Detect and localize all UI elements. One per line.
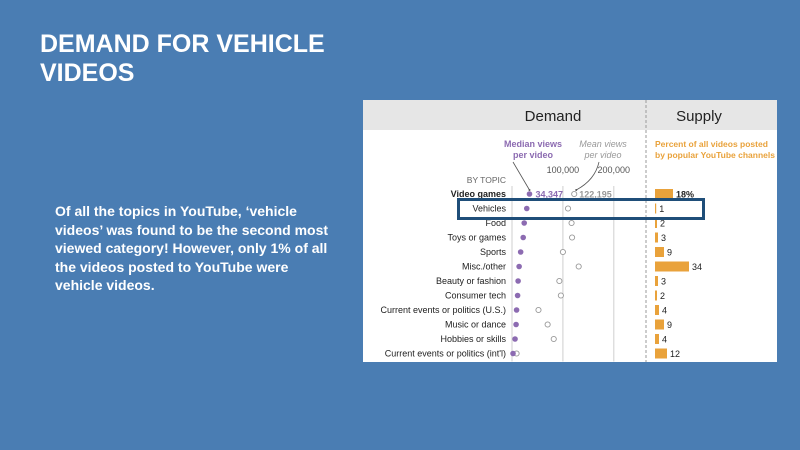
supply-bar	[655, 247, 664, 257]
supply-bar	[655, 232, 658, 243]
supply-value-label: 9	[667, 248, 672, 258]
supply-bar	[655, 348, 667, 359]
median-video-games-annotation: 34,347	[535, 190, 563, 200]
median-views-dot	[510, 350, 516, 357]
mean-views-dot	[556, 277, 563, 285]
mean-views-dot	[568, 219, 575, 227]
chart-header-band	[363, 100, 777, 130]
median-leader-tip	[528, 189, 531, 191]
mean-leader-tip	[575, 189, 578, 191]
median-views-dot	[526, 191, 533, 197]
supply-value-label: 3	[661, 233, 666, 243]
category-label: Consumer tech	[445, 291, 506, 301]
demand-header: Demand	[525, 108, 582, 125]
category-label: Current events or politics (U.S.)	[380, 305, 506, 315]
supply-value-label: 2	[660, 219, 665, 229]
median-views-dot	[513, 321, 519, 328]
mean-views-dot	[571, 190, 578, 198]
category-label: Beauty or fashion	[436, 276, 506, 286]
supply-bar	[655, 319, 664, 330]
supply-bar	[655, 261, 689, 272]
median-views-dot	[523, 205, 530, 212]
median-label-line-1: Median views	[504, 139, 562, 149]
median-views-dot	[520, 234, 526, 241]
median-label-line-2: per video	[513, 150, 554, 160]
supply-bar	[655, 334, 659, 344]
median-views-dot	[515, 278, 521, 284]
tick-label-100000: 100,000	[547, 165, 580, 175]
category-label: Music or dance	[445, 320, 506, 330]
median-views-dot	[517, 249, 524, 255]
supply-value-label: 2	[660, 291, 665, 301]
category-label: Current events or politics (int'l)	[385, 349, 506, 359]
supply-label-line-2: by popular YouTube channels	[655, 150, 775, 160]
supply-bar	[655, 276, 658, 286]
category-label: Toys or games	[447, 233, 506, 243]
median-views-dot	[516, 263, 522, 270]
category-label: Vehicles	[472, 204, 506, 214]
category-label: Hobbies or skills	[440, 334, 506, 344]
chart-svg: Demand Supply Median views per video Mea…	[363, 100, 777, 362]
supply-label-line-1: Percent of all videos posted	[655, 139, 768, 149]
supply-value-label: 12	[670, 349, 680, 359]
supply-bar	[655, 290, 657, 301]
supply-value-label: 9	[667, 320, 672, 330]
mean-views-dot	[559, 248, 566, 256]
demand-supply-chart: Demand Supply Median views per video Mea…	[363, 100, 777, 362]
by-topic-label: BY TOPIC	[467, 175, 506, 185]
median-views-dot	[521, 220, 528, 226]
supply-bar	[655, 305, 659, 315]
supply-bar	[655, 189, 673, 199]
supply-bar	[655, 218, 657, 228]
category-label: Video games	[451, 189, 506, 199]
mean-label-line-2: per video	[583, 150, 621, 160]
category-label: Sports	[480, 247, 507, 257]
slide-title: DEMAND FOR VEHICLE VIDEOS	[40, 30, 325, 87]
mean-views-dot	[557, 292, 564, 299]
tick-label-200000: 200,000	[598, 165, 631, 175]
median-views-dot	[514, 292, 521, 299]
mean-label-line-1: Mean views	[579, 139, 627, 149]
supply-header: Supply	[676, 108, 722, 125]
mean-views-dot	[535, 306, 542, 314]
supply-value-label: 4	[662, 335, 667, 345]
mean-views-dot	[564, 205, 572, 212]
category-label: Food	[485, 218, 506, 228]
mean-views-dot	[544, 321, 551, 328]
median-views-dot	[512, 336, 518, 342]
supply-value-label: 3	[661, 277, 666, 287]
mean-views-dot	[575, 263, 582, 270]
median-views-dot	[513, 307, 520, 313]
slide-body-text: Of all the topics in YouTube, ‘vehicle v…	[55, 203, 329, 293]
supply-value-label: 1	[659, 204, 664, 214]
mean-leader-line	[576, 161, 600, 191]
mean-views-dot	[569, 234, 576, 241]
median-leader-line	[512, 161, 530, 191]
mean-video-games-annotation: 122,195	[579, 190, 612, 200]
supply-value-label: 34	[692, 262, 702, 272]
supply-value-label: 4	[662, 306, 667, 316]
mean-views-dot	[550, 335, 557, 343]
supply-bar	[655, 203, 657, 214]
category-label: Misc./other	[462, 262, 506, 272]
vehicles-highlight-box	[457, 198, 705, 220]
supply-value-label: 18%	[676, 190, 694, 200]
